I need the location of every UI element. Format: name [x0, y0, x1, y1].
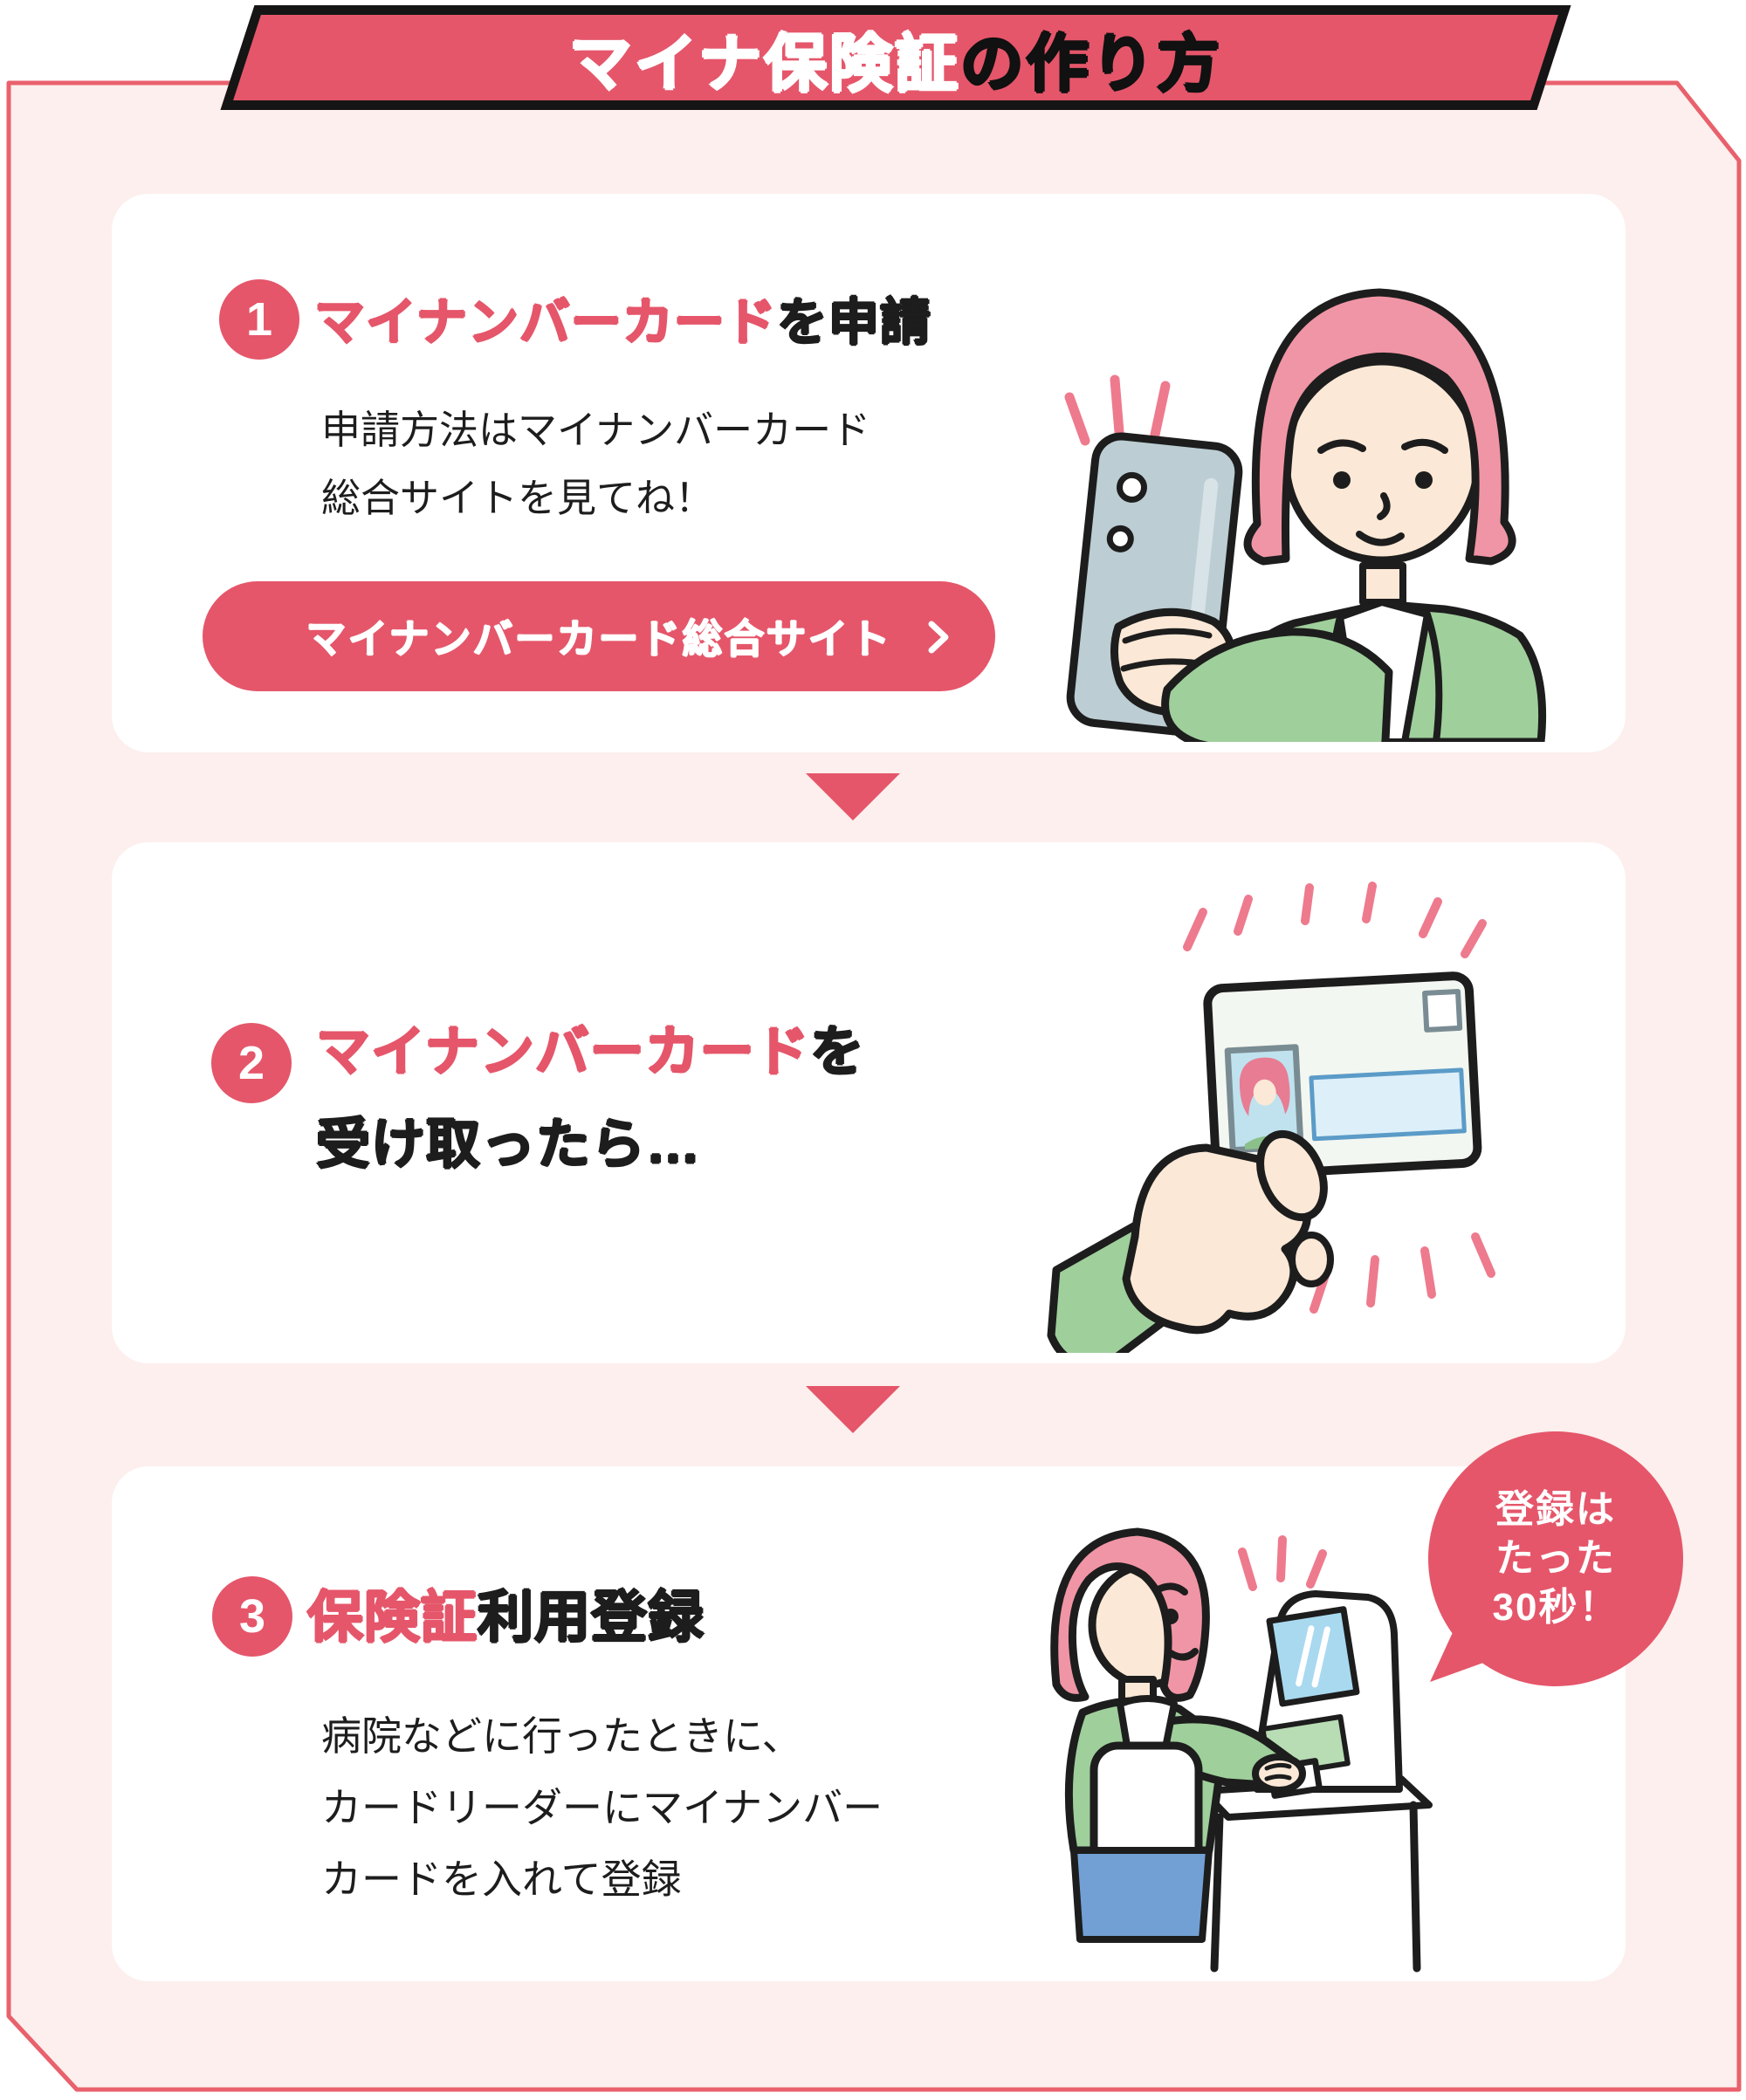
step-body-1-line-1: 申請方法はマイナンバーカード [321, 408, 871, 452]
tote-bag-icon [1090, 1695, 1203, 1883]
sparkle-lines-icon [1064, 374, 1171, 446]
chevron-right-icon [928, 621, 949, 654]
step-heading-2: マイナンバーカードを 受け取ったら… [316, 1006, 865, 1191]
sparkle-lines-icon [1238, 1535, 1327, 1591]
step-number-3: 3 [238, 1590, 266, 1643]
step-heading-1-rest: を申請 [776, 294, 931, 351]
title-banner: マイナ保険証の作り方 [220, 5, 1571, 110]
sparkle-lines-icon [1310, 1232, 1495, 1314]
step-body-3-line-3: カードを入れて登録 [321, 1856, 682, 1902]
page-title-rest: の作り方 [960, 29, 1223, 100]
bubble-line-1: 登録は [1495, 1487, 1616, 1531]
step-body-3: 病院などに行ったときに、 カードリーダーにマイナンバー カードを入れて登録 [321, 1700, 883, 1915]
step-number-1: 1 [245, 293, 273, 346]
step-number-badge-3: 3 [212, 1576, 292, 1657]
step-number-badge-1: 1 [219, 279, 299, 360]
step-number-2: 2 [237, 1037, 265, 1089]
bubble-line-3: 30秒！ [1492, 1586, 1619, 1630]
step-heading-2-accent: マイナンバーカード [316, 1022, 810, 1082]
step-body-3-line-1: 病院などに行ったときに、 [321, 1713, 802, 1759]
step-body-1: 申請方法はマイナンバーカード 総合サイトを見てね！ [321, 396, 870, 532]
step-heading-3: 保険証利用登録 [307, 1573, 705, 1653]
step-heading-3-rest: 利用登録 [478, 1586, 705, 1649]
step-heading-3-accent: 保険証 [307, 1586, 478, 1649]
mynumber-portal-site-button-label: マイナンバーカード総合サイト [306, 616, 892, 662]
hand-holding-mynumber-card-illustration [1047, 882, 1495, 1353]
step-heading-1-accent: マイナンバーカード [314, 294, 777, 351]
mynumber-portal-site-button[interactable]: マイナンバーカード総合サイト [203, 581, 995, 691]
step-number-badge-2: 2 [211, 1023, 292, 1103]
step-heading-2-rest: を [809, 1022, 865, 1082]
page-title-accent: マイナ保険証 [568, 29, 961, 100]
step-heading-1: マイナンバーカードを申請 [314, 281, 931, 354]
page-title: マイナ保険証の作り方 [247, 15, 1544, 100]
step-body-1-line-2: 総合サイトを見てね！ [321, 476, 715, 520]
table-icon [1200, 1775, 1433, 1973]
step-heading-2-line2: 受け取ったら… [316, 1115, 702, 1175]
woman-registering-at-card-reader-illustration [1050, 1527, 1433, 1973]
mynumber-card-icon [1203, 971, 1482, 1180]
sparkle-lines-icon [1183, 882, 1487, 958]
bubble-line-2: たった [1495, 1536, 1616, 1580]
card-reader-icon [1252, 1590, 1403, 1793]
speech-bubble-30-seconds: 登録は たった 30秒！ [1428, 1431, 1683, 1686]
step-body-3-line-2: カードリーダーにマイナンバー [321, 1785, 883, 1830]
woman-taking-selfie-illustration [1064, 288, 1547, 742]
